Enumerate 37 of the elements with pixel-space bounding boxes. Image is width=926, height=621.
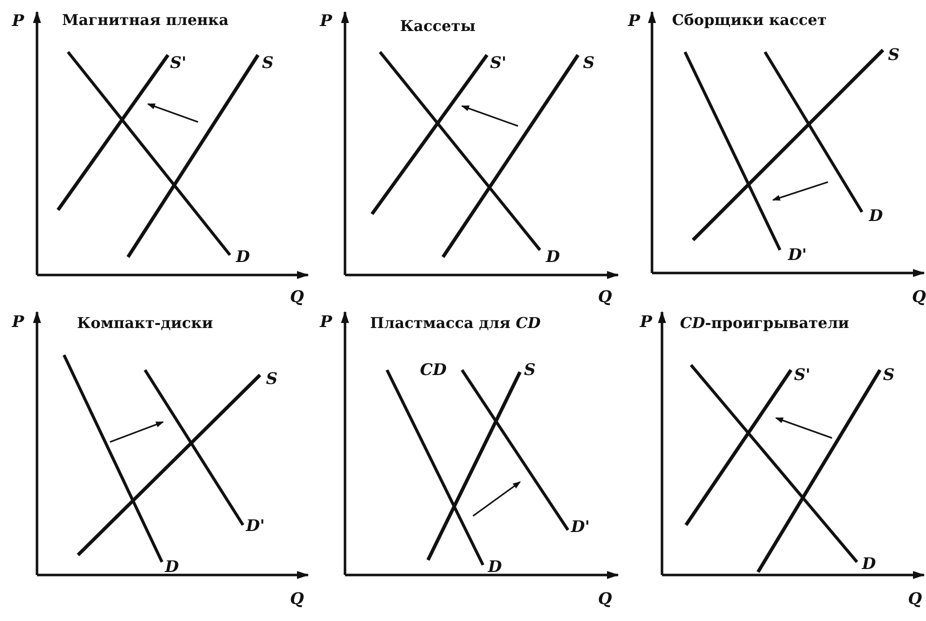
curve-label: S' — [490, 54, 506, 71]
axis-label: Q — [290, 590, 304, 607]
curve-label: S' — [794, 366, 810, 383]
axis-label: D — [488, 558, 502, 575]
curve-label: S — [266, 370, 278, 387]
axis-label: P — [628, 12, 640, 29]
axis-label: Q — [908, 590, 922, 607]
curve-label: D' — [788, 246, 807, 263]
chart-title: Компакт-диски — [77, 315, 213, 332]
axis-label: P — [12, 12, 24, 29]
chart-title: Пластмасса для CD — [370, 315, 541, 332]
curve-label: S — [583, 54, 595, 71]
chart-title: Магнитная пленка — [62, 12, 229, 29]
curve-label: P — [640, 313, 652, 330]
curve-label: S — [883, 366, 895, 383]
curve-label: S — [262, 54, 274, 71]
chart-title: Кассеты — [400, 18, 476, 35]
curve-label: D — [165, 558, 179, 575]
chart-title: CD-проигрыватели — [680, 315, 850, 332]
curve-label: S — [524, 361, 536, 378]
curve-label: S — [888, 46, 900, 63]
axis-label: P — [320, 313, 332, 330]
axis-label: Q — [598, 590, 612, 607]
axis-label: P — [12, 313, 24, 330]
curve-label: CD — [420, 361, 447, 378]
curve-label: D' — [571, 518, 590, 535]
axis-label: D — [862, 555, 876, 572]
axis-label: Q — [290, 288, 304, 305]
axis-label: Q — [912, 288, 926, 305]
axis-label: P — [320, 12, 332, 29]
axis-label: Q — [598, 288, 612, 305]
curve-label: D — [546, 248, 560, 265]
curve-label: D' — [246, 517, 265, 534]
curve-label: D — [869, 207, 883, 224]
curve-label: D — [236, 248, 250, 265]
chart-title: Сборщики кассет — [672, 12, 827, 29]
curve-label: S' — [170, 54, 186, 71]
